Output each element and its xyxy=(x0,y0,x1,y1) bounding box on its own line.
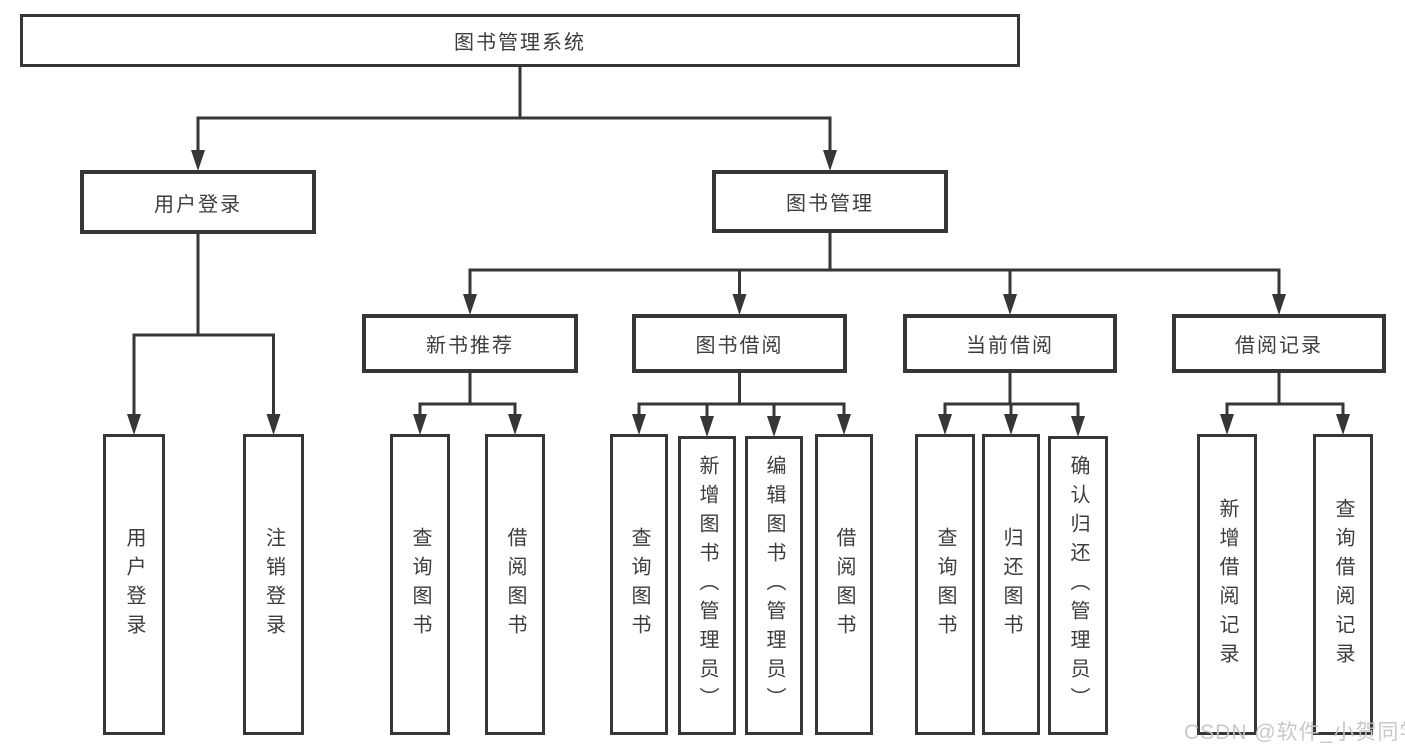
arrow-down-icon xyxy=(1003,294,1017,315)
node-label: 图书管理系统 xyxy=(454,32,586,54)
node-label: 用户登录 xyxy=(154,193,242,216)
node-label: 编辑图书（管理员） xyxy=(763,455,785,716)
node-label: 新增借阅记录 xyxy=(1216,497,1238,672)
node-label: 新书推荐 xyxy=(426,335,514,357)
arrow-down-icon xyxy=(463,294,477,315)
arrow-down-icon xyxy=(191,150,205,171)
arrow-down-icon xyxy=(1272,294,1286,315)
arrow-down-icon xyxy=(938,414,952,435)
node-leaf-logout: 注销登录 xyxy=(243,434,304,735)
node-leaf-br-add-record: 新增借阅记录 xyxy=(1197,434,1257,735)
node-leaf-cb-query-books: 查询图书 xyxy=(915,434,975,735)
node-leaf-cb-confirm-return: 确认归还（管理员） xyxy=(1048,436,1108,735)
node-label: 确认归还（管理员） xyxy=(1067,455,1089,716)
arrow-down-icon xyxy=(1336,414,1350,435)
arrow-down-icon xyxy=(413,414,427,435)
node-root: 图书管理系统 xyxy=(20,14,1020,67)
node-label: 归还图书 xyxy=(1000,526,1022,643)
node-label: 图书管理 xyxy=(786,193,874,215)
node-leaf-bb-borrow-books: 借阅图书 xyxy=(815,434,873,735)
node-leaf-bb-query-books: 查询图书 xyxy=(610,434,668,735)
node-user-login: 用户登录 xyxy=(80,170,316,234)
arrow-down-icon xyxy=(1004,414,1018,435)
node-book-borrow: 图书借阅 xyxy=(632,314,847,373)
arrow-down-icon xyxy=(1071,416,1085,437)
arrow-down-icon xyxy=(837,414,851,435)
node-label: 注销登录 xyxy=(262,526,285,643)
arrow-down-icon xyxy=(732,294,747,315)
node-leaf-nb-borrow-books: 借阅图书 xyxy=(485,434,545,735)
node-label: 查询借阅记录 xyxy=(1332,497,1354,672)
node-label: 查询图书 xyxy=(934,526,956,643)
node-label: 查询图书 xyxy=(409,526,431,643)
node-leaf-user-login: 用户登录 xyxy=(103,434,165,735)
watermark: CSDN @软件_小贺同学 xyxy=(1184,721,1405,744)
node-label: 新增图书（管理员） xyxy=(696,455,718,716)
node-label: 借阅图书 xyxy=(833,526,855,643)
node-leaf-br-query-record: 查询借阅记录 xyxy=(1313,434,1373,735)
node-label: 图书借阅 xyxy=(695,335,784,357)
node-current-borrow: 当前借阅 xyxy=(903,314,1117,373)
node-label: 借阅记录 xyxy=(1235,335,1323,357)
node-leaf-nb-query-books: 查询图书 xyxy=(390,434,450,735)
node-new-books: 新书推荐 xyxy=(362,314,578,373)
node-borrow-records: 借阅记录 xyxy=(1172,314,1386,373)
arrow-down-icon xyxy=(632,414,646,435)
node-leaf-bb-add-books: 新增图书（管理员） xyxy=(678,436,736,735)
arrow-down-icon xyxy=(823,150,837,171)
node-label: 用户登录 xyxy=(123,526,145,643)
arrow-down-icon xyxy=(700,416,714,437)
arrow-down-icon xyxy=(767,416,781,437)
arrow-down-icon xyxy=(1220,414,1234,435)
node-book-mgmt: 图书管理 xyxy=(712,170,948,233)
arrow-down-icon xyxy=(266,414,281,435)
node-label: 当前借阅 xyxy=(966,335,1054,357)
node-leaf-cb-return-books: 归还图书 xyxy=(982,434,1040,735)
node-leaf-bb-edit-books: 编辑图书（管理员） xyxy=(745,436,803,735)
arrow-down-icon xyxy=(127,414,141,435)
arrow-down-icon xyxy=(508,414,522,435)
node-label: 查询图书 xyxy=(628,526,650,643)
node-label: 借阅图书 xyxy=(504,526,526,643)
